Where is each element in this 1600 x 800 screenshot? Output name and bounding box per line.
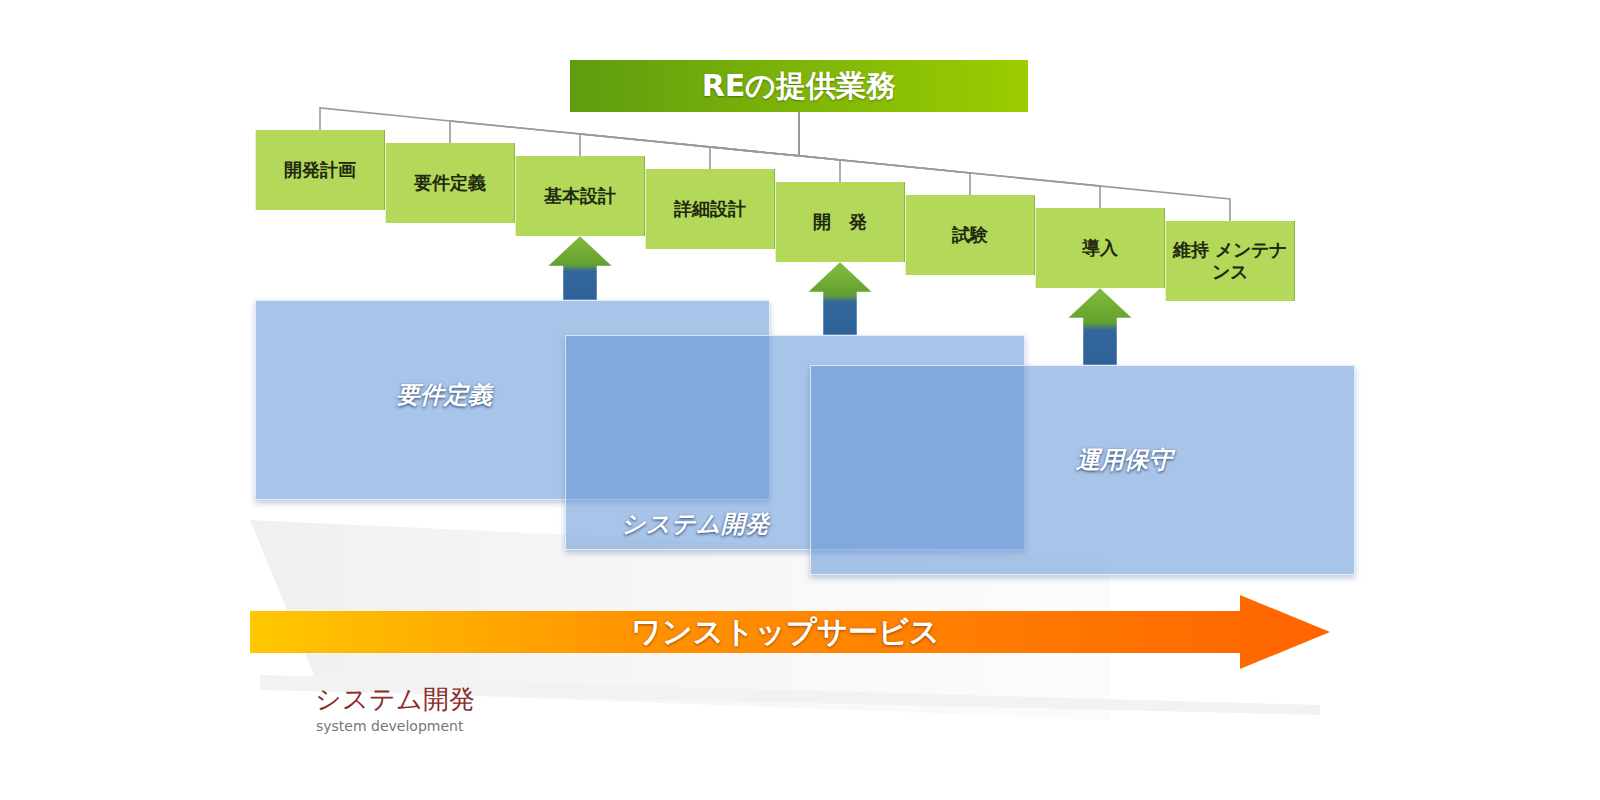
phase-box: 開発計画 bbox=[255, 130, 385, 210]
stage-panel-text: システム開発 bbox=[621, 508, 769, 540]
phase-box-text: 維持 メンテナンス bbox=[1172, 239, 1288, 284]
block-arrow-connector bbox=[1068, 288, 1132, 365]
phase-box-text: 開発計画 bbox=[284, 159, 356, 182]
block-arrow-connector bbox=[548, 236, 612, 300]
phase-box-text: 試験 bbox=[952, 224, 988, 247]
phase-box: 詳細設計 bbox=[645, 169, 775, 249]
phase-box: 導入 bbox=[1035, 208, 1165, 288]
phase-box-text: 詳細設計 bbox=[674, 198, 746, 221]
block-arrow-connector bbox=[808, 262, 872, 335]
section-subheading: system development bbox=[316, 718, 463, 734]
phase-box: 要件定義 bbox=[385, 143, 515, 223]
band-arrow-body bbox=[250, 595, 1330, 669]
stage-panel-text: 運用保守 bbox=[1076, 444, 1172, 476]
phase-box-text: 導入 bbox=[1082, 237, 1118, 260]
bracket-connector bbox=[580, 112, 799, 156]
phase-box-text: 要件定義 bbox=[414, 172, 486, 195]
title-banner-text: REの提供業務 bbox=[702, 66, 897, 107]
phase-box: 試験 bbox=[905, 195, 1035, 275]
phase-box: 開 発 bbox=[775, 182, 905, 262]
bracket-connector bbox=[710, 112, 799, 169]
section-heading: システム開発 bbox=[315, 682, 475, 717]
phase-box-text: 基本設計 bbox=[544, 185, 616, 208]
phase-box: 基本設計 bbox=[515, 156, 645, 236]
stage-panel: 運用保守 bbox=[810, 365, 1355, 575]
stage-panel-text: 要件定義 bbox=[396, 379, 492, 411]
service-arrow-band-text: ワンストップサービス bbox=[631, 612, 940, 653]
service-arrow-band: ワンストップサービス bbox=[250, 595, 1330, 669]
phase-box: 維持 メンテナンス bbox=[1165, 221, 1295, 301]
bracket-connector bbox=[799, 112, 840, 182]
title-banner: REの提供業務 bbox=[570, 60, 1028, 112]
phase-box-text: 開 発 bbox=[813, 211, 867, 234]
